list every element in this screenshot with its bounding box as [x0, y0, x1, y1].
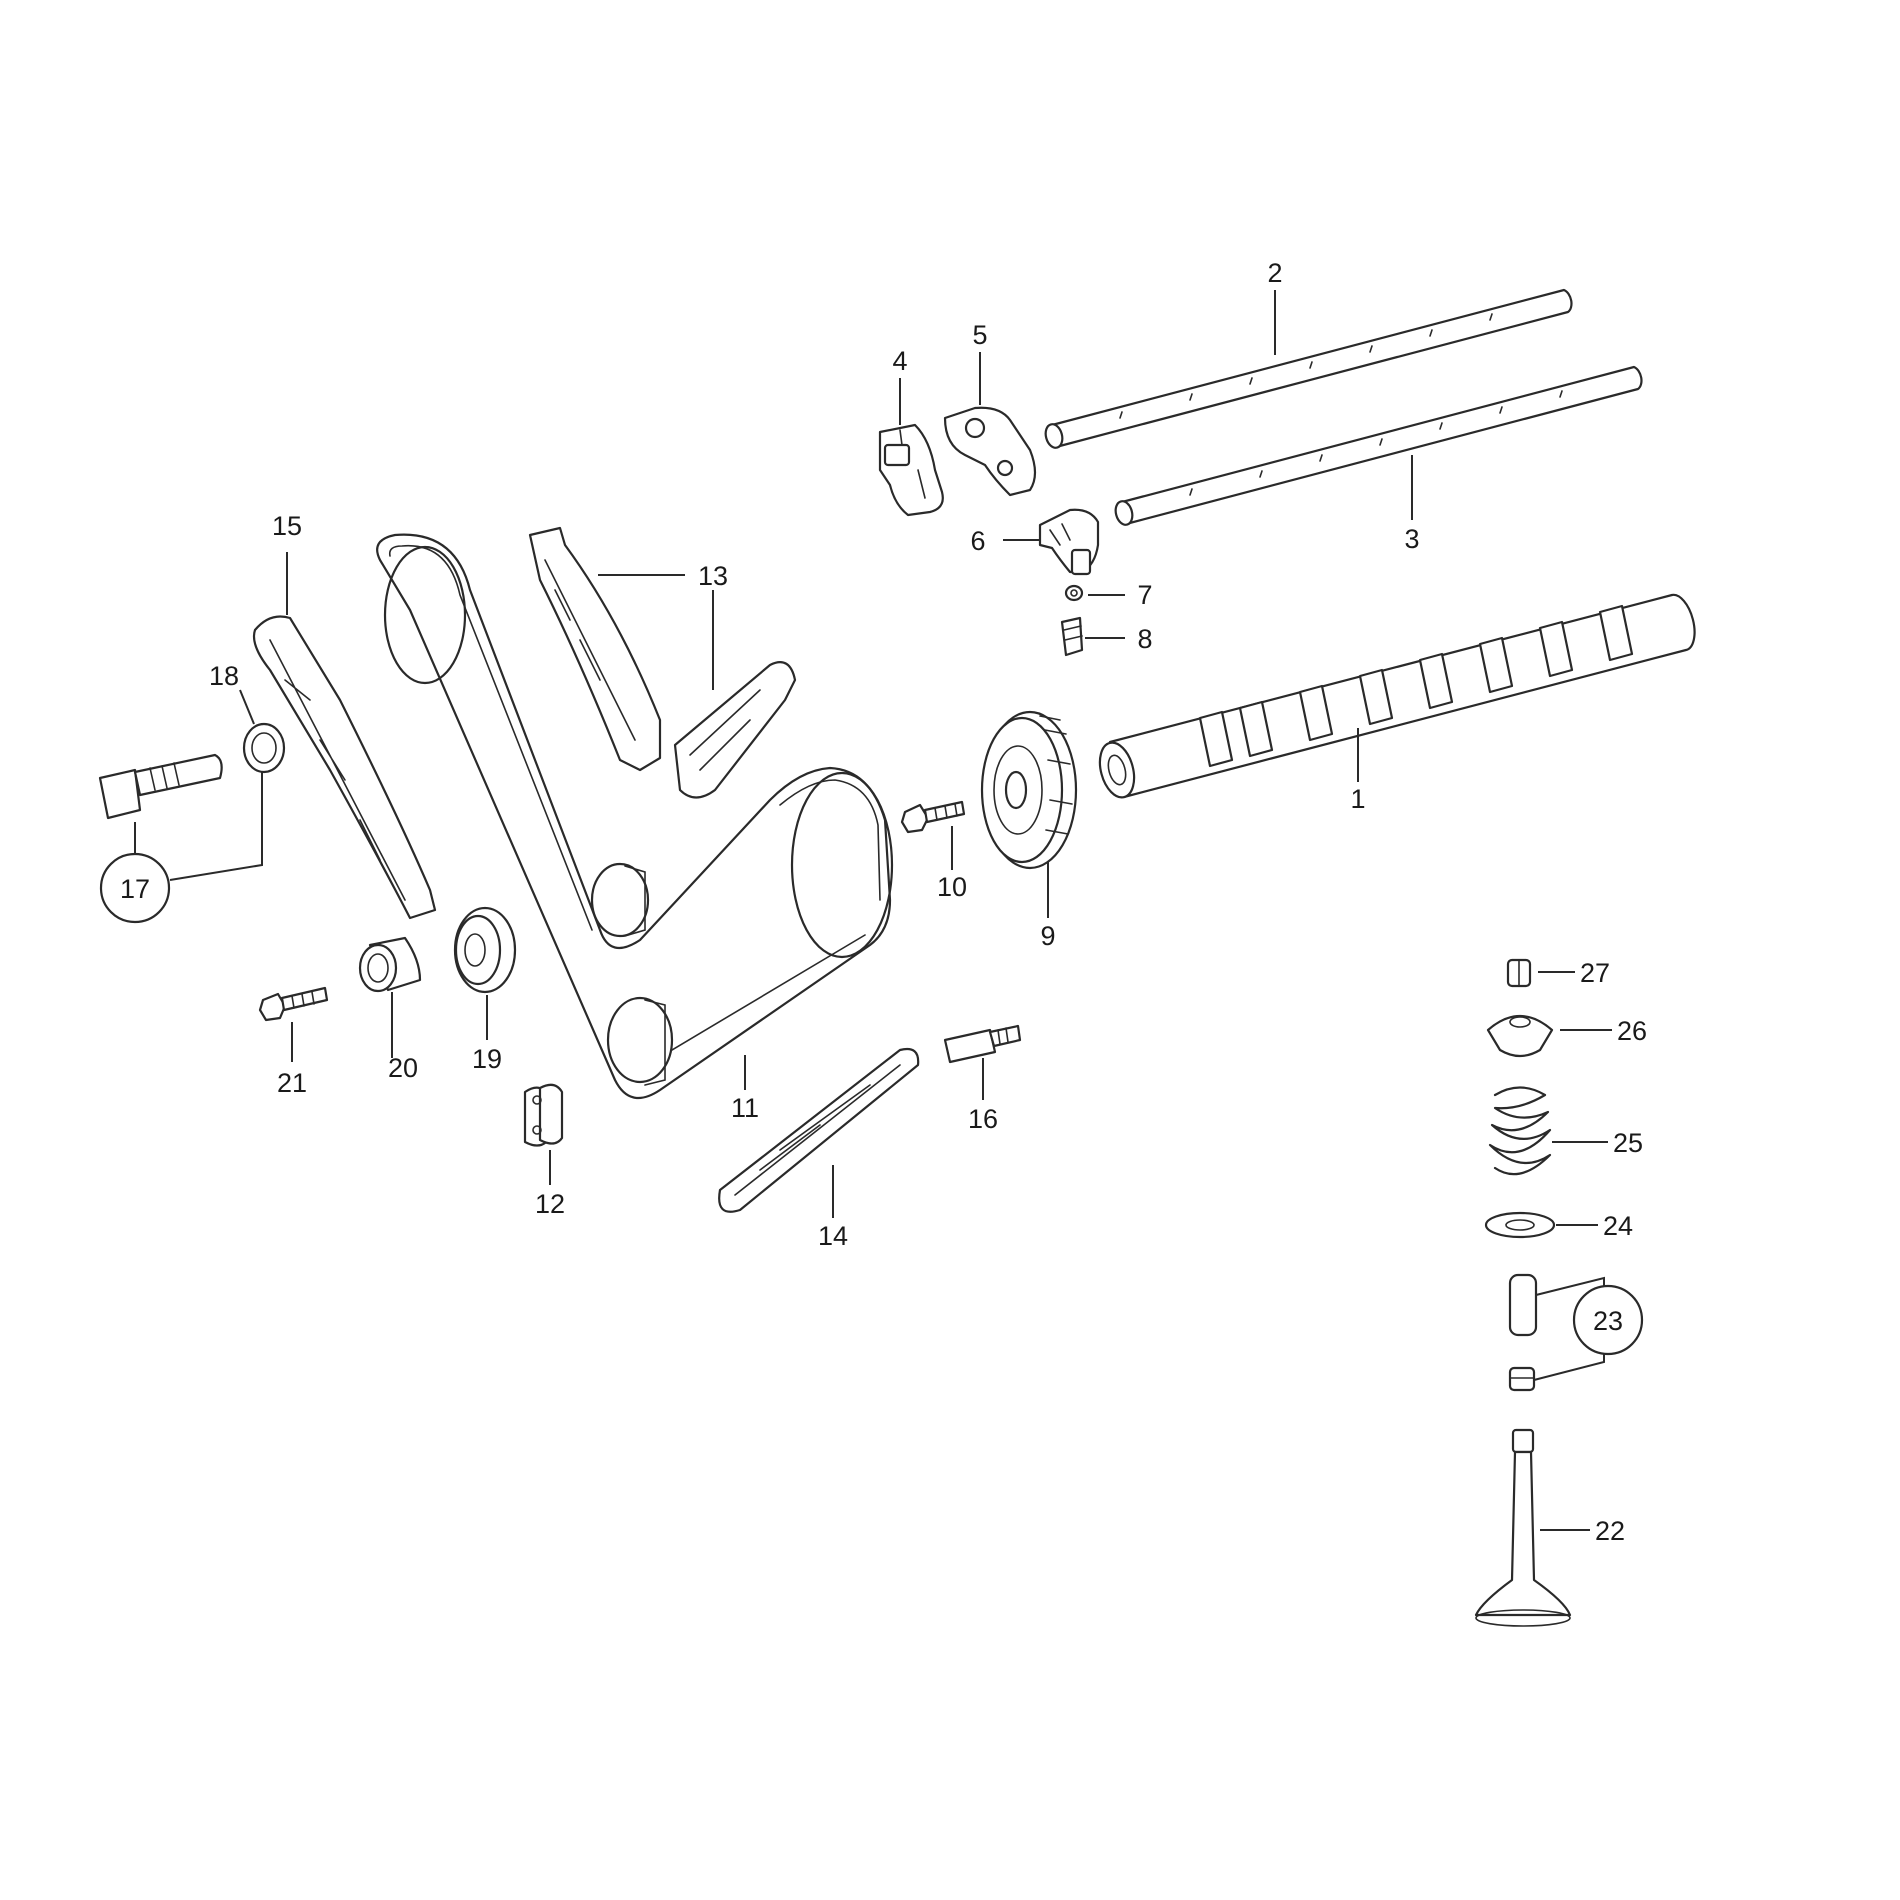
part-22-valve — [1474, 1428, 1572, 1627]
part-12-chain-links — [523, 1083, 564, 1147]
part-18-seal-ring — [242, 722, 286, 774]
callout-3: 3 — [1404, 524, 1419, 554]
part-7-small-ring — [1064, 584, 1084, 602]
callout-17-circle — [99, 852, 171, 924]
callout-10: 10 — [937, 872, 967, 902]
callout-16: 16 — [968, 1104, 998, 1134]
part-2-rocker-shaft-upper — [1044, 288, 1573, 449]
callout-20: 20 — [388, 1053, 418, 1083]
part-6-rocker-roller — [1038, 508, 1100, 576]
part-14-chain-guide-lower — [718, 1047, 920, 1213]
callout-22: 22 — [1595, 1516, 1625, 1546]
part-24-washer — [1484, 1211, 1556, 1239]
part-15-chain-guide-left — [252, 615, 437, 920]
callout-8: 8 — [1137, 624, 1152, 654]
part-3-rocker-shaft-lower — [1114, 365, 1643, 526]
callout-1: 1 — [1350, 784, 1365, 814]
callout-2: 2 — [1267, 258, 1282, 288]
callout-15: 15 — [272, 511, 302, 541]
part-21-bolt — [258, 986, 329, 1022]
part-13-chain-guide-upper — [528, 526, 662, 772]
callout-labels: 1 2 3 4 5 6 7 8 9 10 11 12 13 14 15 16 1… — [120, 258, 1647, 1546]
part-1-camshaft — [1098, 593, 1696, 799]
callout-18: 18 — [209, 661, 239, 691]
part-23-valve-guide — [1508, 1273, 1538, 1337]
part-17-chain-tensioner — [98, 753, 223, 820]
callout-24: 24 — [1603, 1211, 1633, 1241]
callout-4: 4 — [892, 346, 907, 376]
callout-25: 25 — [1613, 1128, 1643, 1158]
leader-lines — [134, 290, 1612, 1531]
callout-14: 14 — [818, 1221, 848, 1251]
callout-17: 17 — [120, 874, 150, 904]
part-26-spring-retainer — [1486, 1015, 1554, 1058]
part-8-oil-valve — [1060, 616, 1084, 657]
part-25-valve-spring — [1488, 1086, 1552, 1176]
callout-23-circle — [1572, 1284, 1644, 1356]
part-13-chain-tensioner-rail — [673, 661, 797, 799]
part-5-rocker-arm — [943, 406, 1037, 497]
callout-11: 11 — [731, 1093, 759, 1123]
callout-5: 5 — [972, 320, 987, 350]
callout-6: 6 — [970, 526, 985, 556]
part-chain-sprocket-middle — [590, 862, 650, 938]
part-9-camshaft-sprocket — [980, 710, 1078, 870]
callout-27: 27 — [1580, 958, 1610, 988]
part-23-valve-stem-seal — [1508, 1366, 1536, 1392]
part-19-sprocket — [453, 906, 517, 994]
part-10-bolt — [900, 800, 966, 834]
part-27-valve-key — [1506, 958, 1532, 988]
callout-13: 13 — [698, 561, 728, 591]
callout-9: 9 — [1040, 921, 1055, 951]
part-20-bushing — [358, 936, 422, 993]
callout-21: 21 — [277, 1068, 307, 1098]
callout-26: 26 — [1617, 1016, 1647, 1046]
part-chain-sprocket-lower — [606, 996, 674, 1086]
callout-19: 19 — [472, 1044, 502, 1074]
callout-12: 12 — [535, 1189, 565, 1219]
part-16-stud-bolt — [943, 1024, 1022, 1064]
callout-7: 7 — [1137, 580, 1152, 610]
part-4-rocker-arm — [878, 423, 944, 517]
callout-23: 23 — [1593, 1306, 1623, 1336]
